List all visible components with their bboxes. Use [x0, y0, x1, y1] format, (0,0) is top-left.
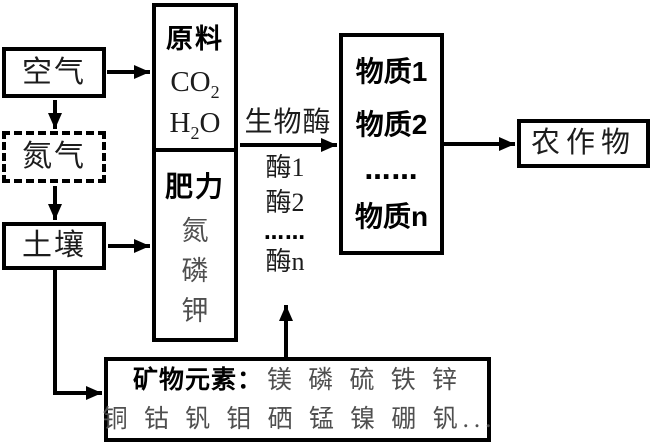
node-minerals: 矿物元素： 镁 磷 硫 铁 锌 铜 钴 钒 钼 硒 锰 镍 硼 钒... — [103, 357, 491, 442]
fertility-item-potassium: 钾 — [181, 296, 209, 327]
minerals-elements-row-2: 铜 钴 钒 钼 硒 锰 镍 硼 钒... — [102, 405, 497, 433]
enzyme-item-1: 酶1 — [265, 153, 305, 182]
enzyme-item-n: 酶n — [265, 247, 305, 276]
h2o-rest: O — [199, 107, 221, 139]
raw-materials-title: 原料 — [166, 24, 224, 54]
arrow-soil-to-minerals — [53, 270, 102, 400]
fertility-item-phosphorus: 磷 — [181, 256, 209, 287]
node-nitrogen-gas: 氮气 — [2, 131, 106, 183]
substance-ellipsis: …… — [364, 155, 419, 186]
air-label: 空气 — [22, 55, 86, 89]
fertility-item-nitrogen: 氮 — [181, 215, 209, 246]
h2o-base: H — [169, 107, 191, 139]
h2o-subscript: 2 — [190, 122, 200, 143]
minerals-line-1: 矿物元素： 镁 磷 硫 铁 锌 — [133, 361, 462, 400]
enzyme-ellipsis: …… — [264, 220, 306, 244]
node-crops: 农作物 — [517, 119, 650, 168]
node-air: 空气 — [2, 47, 106, 98]
substance-item-n: 物质n — [354, 200, 429, 232]
substance-item-1: 物质1 — [355, 55, 428, 87]
soil-label: 土壤 — [22, 229, 86, 262]
substance-item-2: 物质2 — [355, 108, 428, 140]
node-raw-materials: 原料 CO2 H2O — [152, 3, 238, 152]
co2-base: CO — [170, 66, 211, 98]
minerals-line-2: 铜 钴 钒 钼 硒 锰 镍 硼 钒... — [99, 401, 497, 439]
node-substances: 物质1 物质2 …… 物质n — [339, 33, 444, 255]
node-fertility: 肥力 氮 磷 钾 — [152, 148, 238, 342]
crops-label: 农作物 — [530, 127, 636, 159]
nitrogen-gas-label: 氮气 — [22, 140, 86, 173]
fertility-title: 肥力 — [164, 170, 225, 202]
bio-enzyme-label: 生物酶 — [244, 107, 332, 138]
node-soil: 土壤 — [2, 222, 106, 270]
h2o-formula: H2O — [169, 107, 221, 142]
enzyme-item-2: 酶2 — [265, 188, 305, 217]
minerals-title: 矿物元素： — [132, 365, 263, 394]
co2-subscript: 2 — [210, 81, 220, 102]
co2-formula: CO2 — [170, 66, 219, 101]
minerals-elements-row-1: 镁 磷 硫 铁 锌 — [267, 366, 463, 394]
enzyme-list: 酶1 酶2 …… 酶n — [228, 150, 342, 279]
